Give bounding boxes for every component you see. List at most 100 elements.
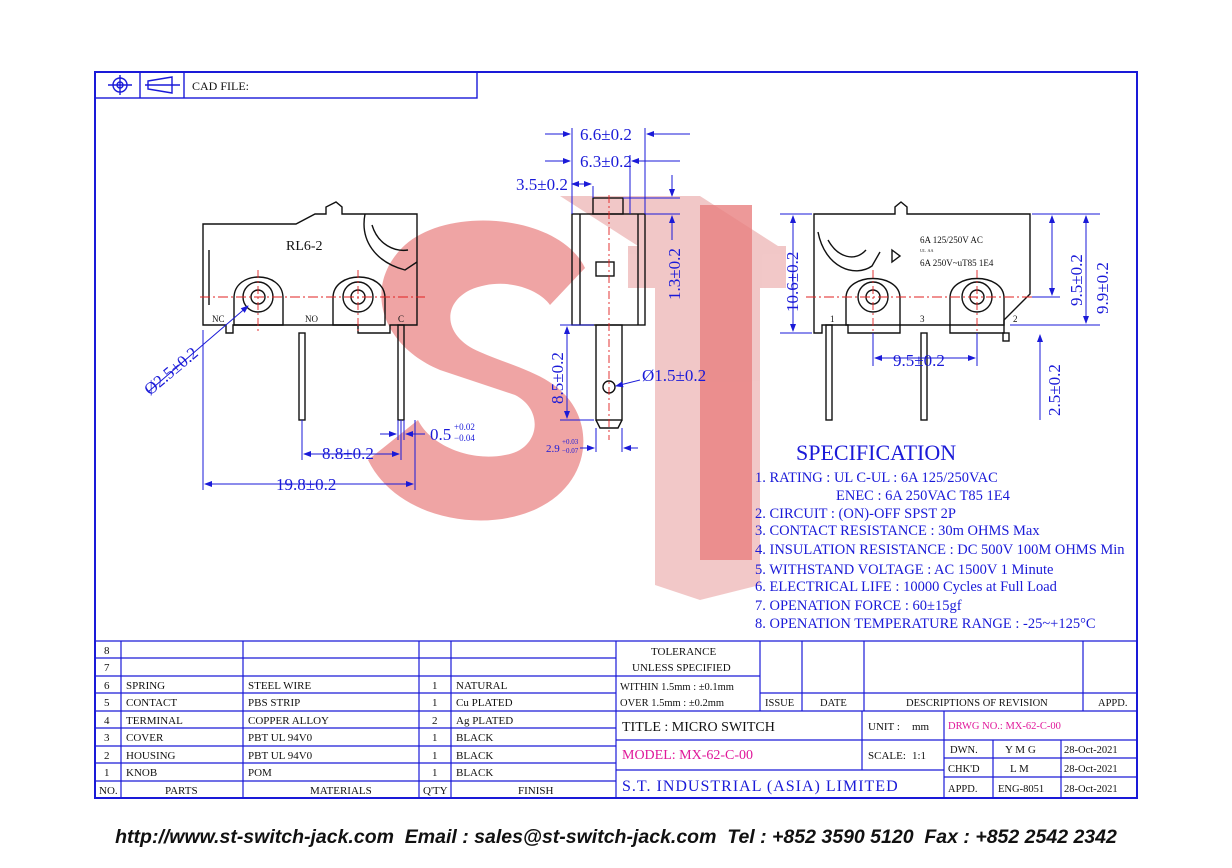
spec-line: 5. WITHSTAND VOLTAGE : AC 1500V 1 Minute xyxy=(755,562,1053,578)
cell-qty: 2 xyxy=(432,715,438,727)
drawn-label: DWN. xyxy=(950,745,978,756)
spec-line: ENEC : 6A 250VAC T85 1E4 xyxy=(836,488,1011,504)
cell-qty: 1 xyxy=(432,732,438,744)
cell-finish: Ag PLATED xyxy=(456,715,513,727)
title-block: TOLERANCE UNLESS SPECIFIED WITHIN 1.5mm … xyxy=(620,646,1127,795)
table-row: 6 SPRING STEEL WIRE 1 NATURAL xyxy=(104,680,508,692)
table-row: 7 xyxy=(104,662,110,674)
header-parts: PARTS xyxy=(165,785,198,797)
dim-right-pitch: 9.5±0.2 xyxy=(893,351,945,370)
dim-side-w3: 3.5±0.2 xyxy=(516,175,568,194)
cell-qty: 1 xyxy=(432,767,438,779)
dim-pin-hole: Ø1.5±0.2 xyxy=(642,366,706,385)
terminal-label-nc: NC xyxy=(212,314,225,324)
approved-label: APPD. xyxy=(948,784,977,795)
terminal-label-3: 3 xyxy=(920,314,925,324)
dim-pin-thickness-tol-lower: −0.04 xyxy=(454,433,475,443)
cell-no: 6 xyxy=(104,680,110,692)
cell-qty: 1 xyxy=(432,697,438,709)
cell-material: PBS STRIP xyxy=(248,697,300,709)
specification: SPECIFICATION 1. RATING : UL C-UL : 6A 1… xyxy=(755,440,1125,632)
drawn-date: 28-Oct-2021 xyxy=(1064,745,1118,756)
dim-pin-length: 8.5±0.2 xyxy=(548,352,567,404)
ul-mark-icon: ᵁᴸ ᴬᴬ xyxy=(920,248,933,256)
side-view: 6.6±0.2 6.3±0.2 3.5±0.2 1.3±0.2 8.5±0.2 … xyxy=(516,125,706,455)
st-watermark-logo xyxy=(368,196,786,600)
cell-part: KNOB xyxy=(126,767,157,779)
cell-material: PBT UL 94V0 xyxy=(248,732,313,744)
spec-title: SPECIFICATION xyxy=(796,440,956,465)
left-view: RL6-2 NC NO C Ø2.5±0.2 8.8±0.2 19.8±0.2 … xyxy=(140,201,475,494)
model-number: MODEL: MX-62-C-00 xyxy=(622,748,753,763)
terminal-label-no: NO xyxy=(305,314,318,324)
dim-pin-width-tol-upper: +0.03 xyxy=(562,438,579,446)
tolerance-within: WITHIN 1.5mm : ±0.1mm xyxy=(620,682,734,693)
dim-right-height: 10.6±0.2 xyxy=(783,252,802,312)
cell-no: 8 xyxy=(104,645,110,657)
table-row: 8 xyxy=(104,645,110,657)
dim-hole-dia: Ø2.5±0.2 xyxy=(140,343,201,399)
cell-part: CONTACT xyxy=(126,697,177,709)
cell-part: HOUSING xyxy=(126,750,176,762)
cell-finish: NATURAL xyxy=(456,680,508,692)
spec-line: 8. OPENATION TEMPERATURE RANGE : -25~+12… xyxy=(755,616,1096,632)
cell-material: POM xyxy=(248,767,272,779)
cad-file-header xyxy=(94,71,478,99)
model-mark-label: RL6-2 xyxy=(286,239,323,254)
dim-plunger-height: 1.3±0.2 xyxy=(665,248,684,300)
tolerance-heading: TOLERANCE xyxy=(651,646,716,658)
table-row: 4 TERMINAL COPPER ALLOY 2 Ag PLATED xyxy=(104,715,513,727)
terminal-label-c: C xyxy=(398,314,404,324)
spec-line: 7. OPENATION FORCE : 60±15gf xyxy=(755,598,962,614)
rating-line-1: 6A 125/250V AC xyxy=(920,235,983,245)
dim-pin-width: 2.9 xyxy=(546,443,560,455)
drawing-title: TITLE : MICRO SWITCH xyxy=(622,720,775,735)
terminal-label-1: 1 xyxy=(830,314,835,324)
cell-part: COVER xyxy=(126,732,164,744)
cell-no: 4 xyxy=(104,715,110,727)
unit-label: UNIT : xyxy=(868,721,900,733)
dim-left-pitch: 8.8±0.2 xyxy=(322,444,374,463)
table-row: 5 CONTACT PBS STRIP 1 Cu PLATED xyxy=(104,697,513,709)
header-materials: MATERIALS xyxy=(310,785,372,797)
header-finish: FINISH xyxy=(518,785,554,797)
drawn-by: Y M G xyxy=(1005,744,1036,756)
dim-left-length: 19.8±0.2 xyxy=(276,475,336,494)
cell-qty: 1 xyxy=(432,680,438,692)
header-qty: Q'TY xyxy=(423,785,448,797)
cell-no: 3 xyxy=(104,732,110,744)
dim-right-h2: 9.9±0.2 xyxy=(1093,262,1112,314)
dim-pin-thickness: 0.5 xyxy=(430,425,451,444)
tolerance-over: OVER 1.5mm : ±0.2mm xyxy=(620,698,724,709)
spec-line: 3. CONTACT RESISTANCE : 30m OHMS Max xyxy=(755,523,1040,539)
rating-line-2: 6A 250V~uT85 1E4 xyxy=(920,258,994,268)
contact-footer: http://www.st-switch-jack.com Email : sa… xyxy=(115,826,1117,848)
drawing-number: DRWG NO.: MX-62-C-00 xyxy=(948,721,1061,732)
cell-no: 1 xyxy=(104,767,110,779)
spec-line: 6. ELECTRICAL LIFE : 10000 Cycles at Ful… xyxy=(755,579,1058,595)
revision-issue-header: ISSUE xyxy=(765,698,794,709)
cell-finish: BLACK xyxy=(456,767,493,779)
terminal-label-2: 2 xyxy=(1013,314,1018,324)
cad-file-label: CAD FILE: xyxy=(192,79,249,93)
revision-description-header: DESCRIPTIONS OF REVISION xyxy=(906,698,1048,709)
spec-line: 2. CIRCUIT : (ON)-OFF SPST 2P xyxy=(755,506,956,522)
cell-part: TERMINAL xyxy=(126,715,183,727)
approved-by: ENG-8051 xyxy=(998,784,1044,795)
unit-value: mm xyxy=(912,721,930,733)
checked-by: L M xyxy=(1010,763,1029,775)
dim-side-w1: 6.6±0.2 xyxy=(580,125,632,144)
table-header-row: NO. PARTS MATERIALS Q'TY FINISH xyxy=(99,785,554,797)
checked-label: CHK'D xyxy=(948,764,980,775)
cell-no: 7 xyxy=(104,662,110,674)
revision-date-header: DATE xyxy=(820,698,847,709)
right-view: 6A 125/250V AC ᵁᴸ ᴬᴬ 6A 250V~uT85 1E4 1 … xyxy=(780,201,1112,421)
cell-qty: 1 xyxy=(432,750,438,762)
approved-date: 28-Oct-2021 xyxy=(1064,784,1118,795)
cell-finish: BLACK xyxy=(456,750,493,762)
cell-material: COPPER ALLOY xyxy=(248,715,329,727)
cell-finish: Cu PLATED xyxy=(456,697,513,709)
tolerance-subheading: UNLESS SPECIFIED xyxy=(632,662,731,674)
cell-finish: BLACK xyxy=(456,732,493,744)
